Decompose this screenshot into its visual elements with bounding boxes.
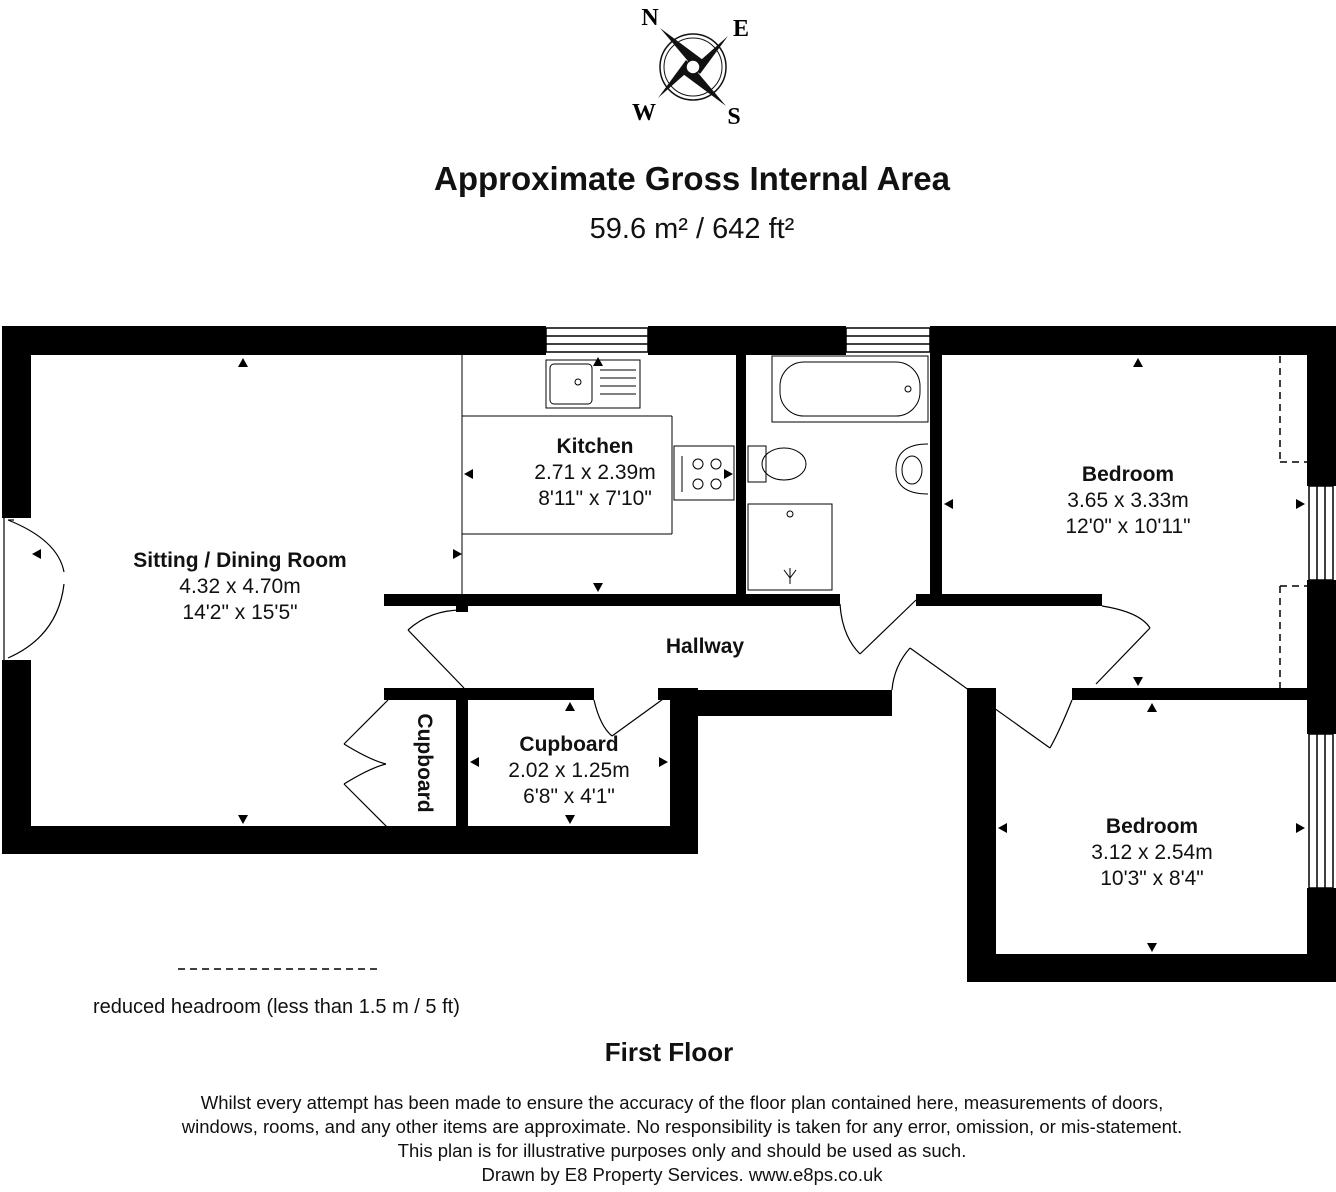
room-metric: 3.65 x 3.33m xyxy=(1067,489,1189,512)
gross-area: 59.6 m² / 642 ft² xyxy=(589,213,795,245)
compass-n: N xyxy=(641,5,659,31)
room-name: Bedroom xyxy=(1105,815,1199,838)
disclaimer-line: windows, rooms, and any other items are … xyxy=(181,1116,1183,1137)
room-bedroom-1: Bedroom 3.65 x 3.33m 12'0" x 10'11" xyxy=(1040,462,1216,540)
compass-s: S xyxy=(727,104,740,130)
reduced-headroom-lines xyxy=(178,356,1308,970)
room-metric: 2.71 x 2.39m xyxy=(534,461,656,484)
room-name: Hallway xyxy=(665,635,745,658)
room-imperial: 12'0" x 10'11" xyxy=(1065,515,1191,538)
room-metric: 4.32 x 4.70m xyxy=(179,575,301,598)
room-name: Cupboard xyxy=(519,733,619,756)
room-bedroom-2: Bedroom 3.12 x 2.54m 10'3" x 8'4" xyxy=(1064,814,1240,892)
measurement-arrows xyxy=(32,357,1305,952)
room-sitting-dining: Sitting / Dining Room 4.32 x 4.70m 14'2"… xyxy=(100,548,380,626)
room-cupboard-small: Cupboard xyxy=(413,713,436,813)
room-name: Kitchen xyxy=(556,435,634,458)
disclaimer-line: Whilst every attempt has been made to en… xyxy=(200,1092,1164,1113)
disclaimer-credit: Drawn by E8 Property Services. www.e8ps.… xyxy=(481,1164,883,1185)
room-imperial: 6'8" x 4'1" xyxy=(523,785,615,808)
windows xyxy=(545,327,1334,889)
compass-e: E xyxy=(733,16,749,42)
room-imperial: 14'2" x 15'5" xyxy=(182,601,298,624)
doors xyxy=(343,599,1151,829)
room-metric: 3.12 x 2.54m xyxy=(1091,841,1213,864)
floor-label: First Floor xyxy=(604,1037,734,1067)
bathroom-fittings xyxy=(747,355,929,591)
room-name: Bedroom xyxy=(1081,463,1175,486)
room-name: Sitting / Dining Room xyxy=(133,549,347,572)
room-hallway: Hallway xyxy=(640,634,770,660)
compass-w: W xyxy=(632,100,656,126)
room-kitchen: Kitchen 2.71 x 2.39m 8'11" x 7'10" xyxy=(505,434,685,512)
disclaimer-line: This plan is for illustrative purposes o… xyxy=(397,1140,967,1161)
room-imperial: 10'3" x 8'4" xyxy=(1100,867,1204,890)
room-metric: 2.02 x 1.25m xyxy=(508,759,630,782)
room-imperial: 8'11" x 7'10" xyxy=(538,487,652,510)
legend-reduced-headroom: reduced headroom (less than 1.5 m / 5 ft… xyxy=(93,996,460,1018)
french-doors xyxy=(3,518,65,660)
room-cupboard: Cupboard 2.02 x 1.25m 6'8" x 4'1" xyxy=(484,732,654,810)
walls xyxy=(2,326,1336,982)
compass-rose-icon: N E S W xyxy=(632,5,749,130)
page-title: Approximate Gross Internal Area xyxy=(434,160,950,197)
